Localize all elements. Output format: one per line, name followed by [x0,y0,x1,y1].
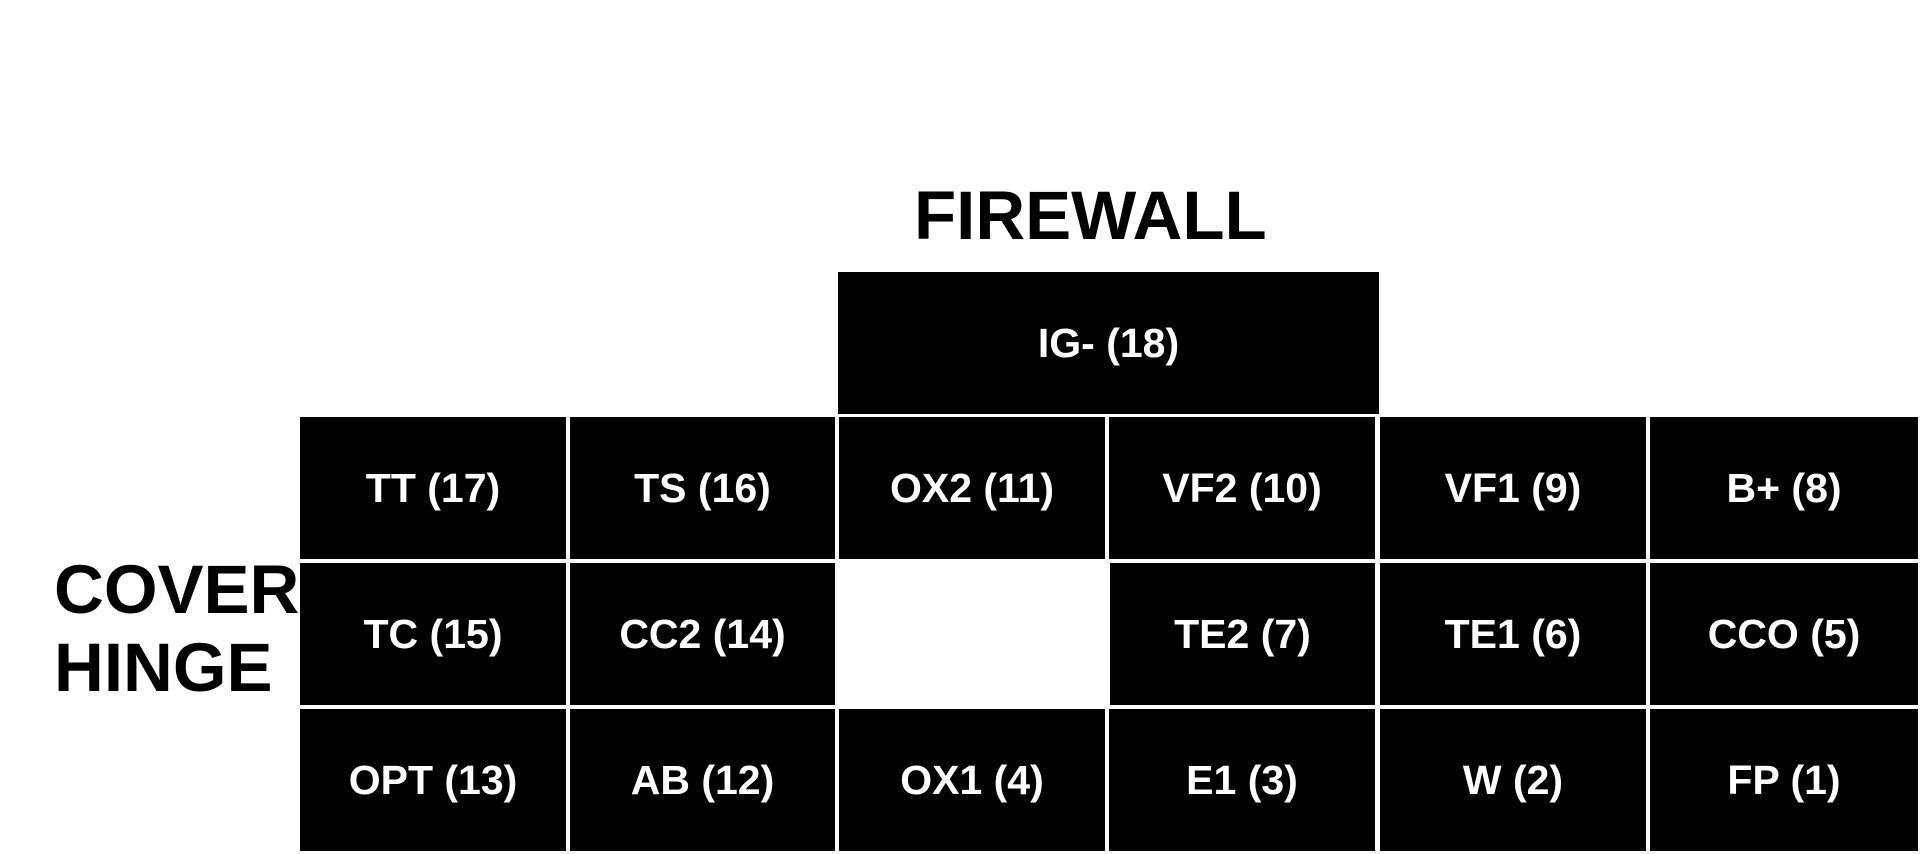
fuse-cell-label: VF2 (10) [1162,464,1322,511]
fuse-cell-label: IG- (18) [1037,319,1180,366]
fuse-cell-label: B+ (8) [1726,464,1842,511]
fuse-cell-label: TS (16) [634,464,771,511]
fuse-cell-label: TE1 (6) [1444,610,1582,657]
cover-label-line2: HINGE [54,629,273,706]
fuse-cell-label: OX2 (11) [889,464,1055,511]
fuse-cell: TE1 (6) [1380,563,1646,705]
fuse-cell: CC2 (14) [570,563,835,705]
fuse-cell-label: FP (1) [1727,756,1841,803]
fuse-cell-label: TT (17) [365,464,501,511]
cover-label-line1: COVER [54,551,300,628]
fuse-cell: TC (15) [300,563,566,705]
fuse-cell: AB (12) [570,709,835,851]
fuse-cell: TE2 (7) [1110,563,1375,705]
fuse-cell: CCO (5) [1650,563,1918,705]
fuse-cell: VF2 (10) [1109,417,1375,559]
fuse-cell-label: AB (12) [630,756,775,803]
fuse-cell: TT (17) [300,417,566,559]
fuse-cell: OX2 (11) [839,417,1105,559]
fuse-cell-label: TC (15) [363,610,503,657]
fuse-cell-ig-minus: IG- (18) [838,272,1379,414]
fuse-cell-label: W (2) [1462,756,1564,803]
fuse-cell-label: OX1 (4) [900,756,1044,803]
fuse-cell: FP (1) [1650,709,1918,851]
fuse-cell-label: E1 (3) [1186,756,1298,803]
fuse-cell: OX1 (4) [839,709,1105,851]
fuse-cell-label: CC2 (14) [619,610,786,657]
fuse-cell-label: OPT (13) [348,756,518,803]
firewall-label: FIREWALL [914,177,1267,254]
fuse-cell: E1 (3) [1109,709,1375,851]
fuse-cell: W (2) [1380,709,1646,851]
fuse-cell: B+ (8) [1650,417,1918,559]
fuse-cell-label: CCO (5) [1707,610,1861,657]
fuse-cell-label: VF1 (9) [1444,464,1582,511]
fuse-cell: OPT (13) [300,709,566,851]
cover-hinge-label: COVER HINGE [54,551,299,707]
fuse-cell: VF1 (9) [1380,417,1646,559]
fuse-cell-label: TE2 (7) [1174,610,1311,657]
fuse-cell: TS (16) [570,417,835,559]
